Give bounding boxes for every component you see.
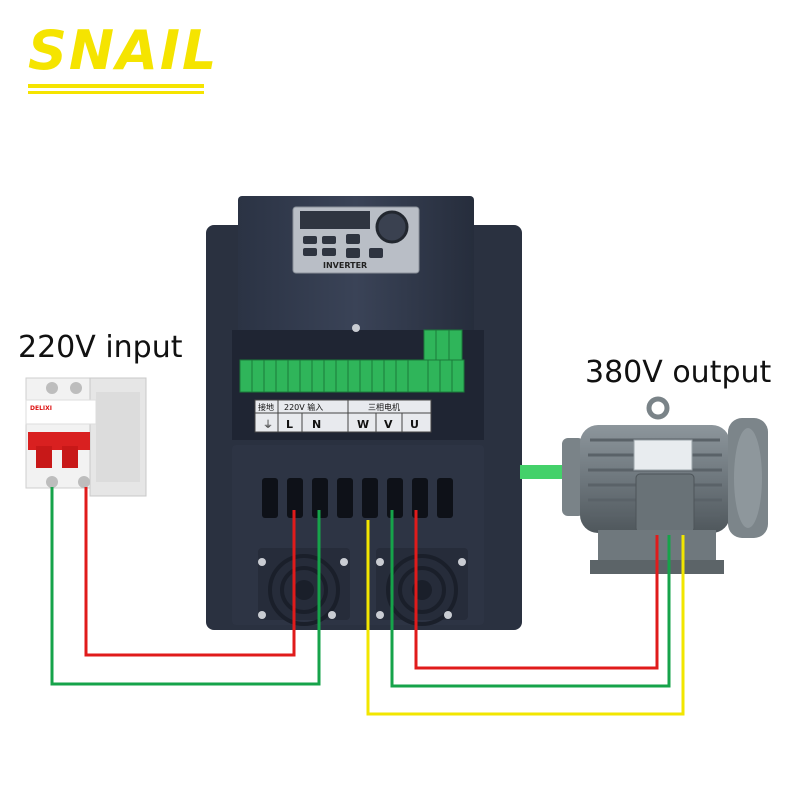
terminal-slots xyxy=(262,478,453,518)
wire-green-input xyxy=(50,487,321,686)
motor xyxy=(520,396,768,574)
terminal-input-label: 220V 输入 xyxy=(284,402,323,412)
motor-shaft xyxy=(520,465,564,479)
input-label: 220V input xyxy=(18,330,183,365)
terminal-block-control xyxy=(239,329,465,393)
terminal-l: L xyxy=(286,418,293,431)
terminal-ground-label: 接地 xyxy=(258,402,274,412)
wire-green-output xyxy=(390,510,671,688)
brand-underline-2 xyxy=(28,91,204,94)
circuit-breaker: DELIXI xyxy=(25,377,147,497)
terminal-w: W xyxy=(357,418,369,431)
wires xyxy=(50,487,685,716)
inverter-panel-title: INVERTER xyxy=(323,261,367,270)
terminal-v: V xyxy=(384,418,393,431)
cooling-fan-right xyxy=(376,548,468,626)
output-label: 380V output xyxy=(585,355,772,390)
brand-underline xyxy=(28,84,204,88)
terminal-motor-label: 三相电机 xyxy=(368,402,400,412)
inverter: INVERTER xyxy=(206,196,522,630)
brand-logo: SNAIL xyxy=(28,19,219,82)
terminal-n: N xyxy=(312,418,321,431)
terminal-u: U xyxy=(410,418,419,431)
wire-red-input xyxy=(84,487,296,657)
breaker-brand: DELIXI xyxy=(30,405,52,412)
wire-yellow-output xyxy=(366,520,685,716)
cooling-fan-left xyxy=(258,548,350,626)
ground-icon: ⏚ xyxy=(263,419,273,431)
wire-red-output xyxy=(414,510,659,670)
